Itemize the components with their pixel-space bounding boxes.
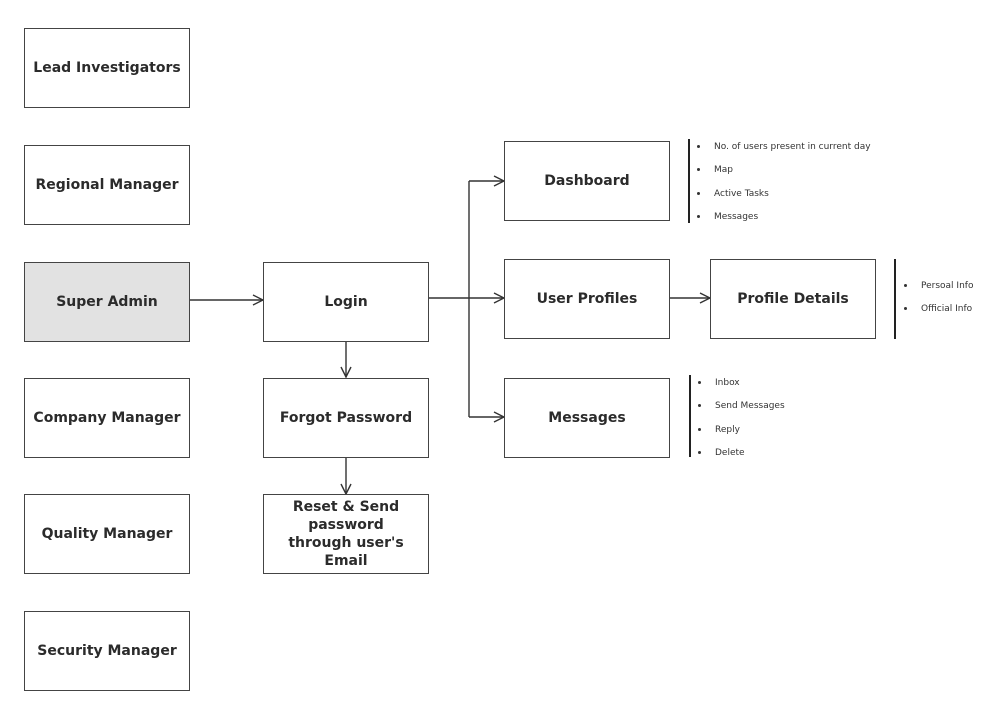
role-label: Super Admin <box>56 294 158 310</box>
user-profiles-node[interactable]: User Profiles <box>504 259 670 339</box>
messages-label: Messages <box>548 410 626 426</box>
dashboard-list-bar <box>688 139 690 223</box>
list-item: Reply <box>698 424 818 447</box>
list-item: Persoal Info <box>904 280 996 303</box>
role-label: Quality Manager <box>41 526 173 542</box>
dashboard-label: Dashboard <box>544 173 630 189</box>
role-label: Regional Manager <box>35 177 179 193</box>
role-quality-manager[interactable]: Quality Manager <box>24 494 190 574</box>
login-label: Login <box>324 294 368 310</box>
list-item: Inbox <box>698 377 818 400</box>
reset-password-label: Reset & Send password through user's Ema… <box>288 499 404 569</box>
role-regional-manager[interactable]: Regional Manager <box>24 145 190 225</box>
list-item: Map <box>697 164 877 187</box>
list-item: No. of users present in current day <box>697 141 877 164</box>
messages-list-bar <box>689 375 691 457</box>
list-item: Active Tasks <box>697 188 877 211</box>
role-lead-investigators[interactable]: Lead Investigators <box>24 28 190 108</box>
list-item: Delete <box>698 447 818 470</box>
profile-details-label: Profile Details <box>737 291 849 307</box>
login-node[interactable]: Login <box>263 262 429 342</box>
profile-details-node[interactable]: Profile Details <box>710 259 876 339</box>
role-label: Company Manager <box>33 410 181 426</box>
profile-details-list-bar <box>894 259 896 339</box>
profile-details-items-list: Persoal Info Official Info <box>904 280 996 327</box>
messages-items-list: Inbox Send Messages Reply Delete <box>698 377 818 470</box>
list-item: Messages <box>697 211 877 234</box>
role-label: Lead Investigators <box>33 60 181 76</box>
list-item: Send Messages <box>698 400 818 423</box>
reset-password-node[interactable]: Reset & Send password through user's Ema… <box>263 494 429 574</box>
forgot-password-label: Forgot Password <box>279 410 413 426</box>
user-profiles-label: User Profiles <box>536 291 638 307</box>
role-label: Security Manager <box>37 643 177 659</box>
messages-node[interactable]: Messages <box>504 378 670 458</box>
forgot-password-node[interactable]: Forgot Password <box>263 378 429 458</box>
dashboard-node[interactable]: Dashboard <box>504 141 670 221</box>
role-super-admin[interactable]: Super Admin <box>24 262 190 342</box>
list-item: Official Info <box>904 303 996 326</box>
role-company-manager[interactable]: Company Manager <box>24 378 190 458</box>
dashboard-items-list: No. of users present in current day Map … <box>697 141 877 234</box>
role-security-manager[interactable]: Security Manager <box>24 611 190 691</box>
